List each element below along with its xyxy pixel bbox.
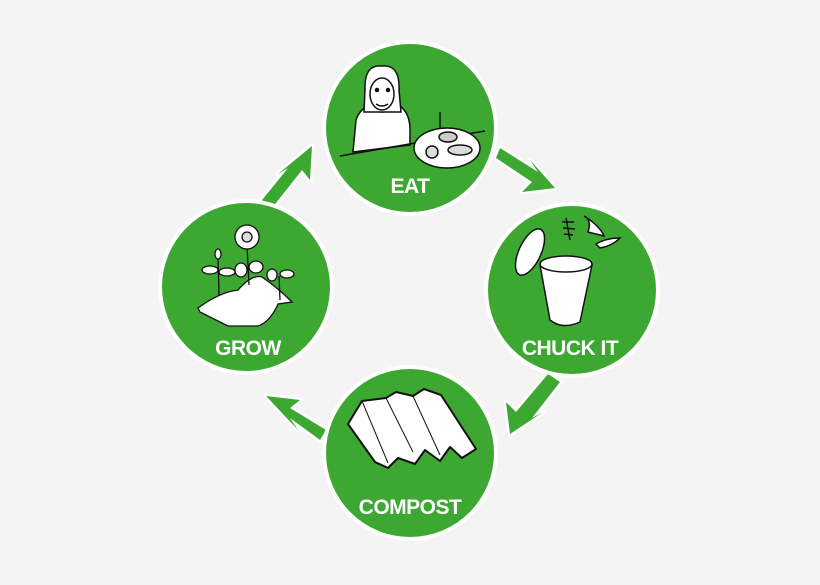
node-eat: EAT <box>322 40 498 216</box>
node-grow: GROW <box>158 199 334 375</box>
arrow-compost-to-grow <box>263 393 329 443</box>
compost-bin-icon <box>514 215 622 327</box>
arrow-eat-to-chuck <box>493 145 558 195</box>
node-compost: COMPOST <box>322 365 498 541</box>
plants-growing-icon <box>197 224 295 327</box>
node-label-grow: GROW <box>215 337 281 360</box>
arrow-chuck-to-compost <box>503 371 563 437</box>
node-label-compost: COMPOST <box>359 496 462 519</box>
node-label-chuck-it: CHUCK IT <box>522 337 619 360</box>
person-eating-icon <box>339 65 486 169</box>
compost-pile-icon <box>347 388 477 469</box>
node-chuck-it: CHUCK IT <box>484 202 660 378</box>
node-label-eat: EAT <box>391 175 431 198</box>
arrow-grow-to-eat <box>259 143 315 211</box>
